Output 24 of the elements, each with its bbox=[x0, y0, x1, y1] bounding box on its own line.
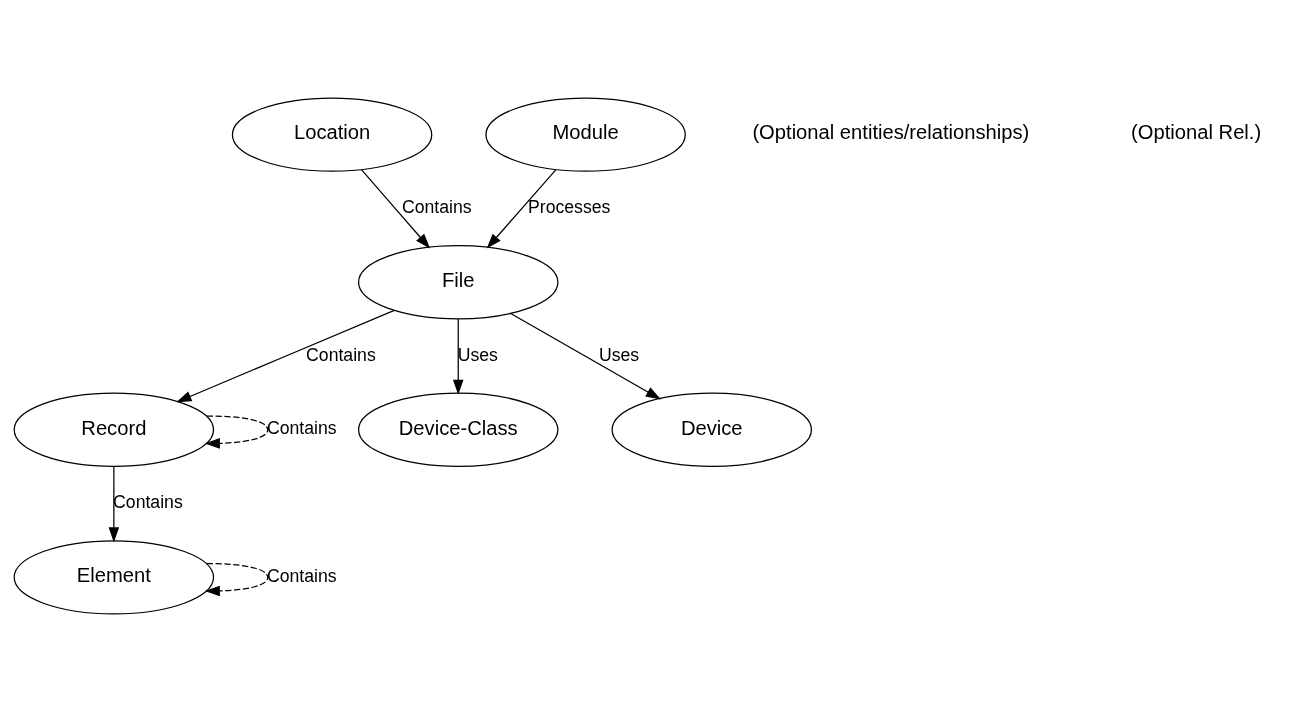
edge-label: Uses bbox=[457, 344, 498, 365]
label: (Optional Rel.) bbox=[1131, 120, 1262, 143]
edge-label: Contains bbox=[267, 417, 337, 438]
edge-label: Processes bbox=[528, 196, 611, 217]
arrow bbox=[510, 312, 661, 399]
node-ellipse: Location bbox=[231, 96, 433, 172]
arrow bbox=[204, 562, 269, 596]
arrow bbox=[452, 317, 464, 395]
arrow bbox=[108, 465, 120, 542]
arrow bbox=[176, 309, 395, 402]
arrow bbox=[486, 168, 557, 249]
node-ellipse: Element bbox=[13, 539, 215, 615]
edge-label: Contains bbox=[306, 344, 376, 365]
edge-label: Contains bbox=[113, 491, 183, 512]
arrow bbox=[204, 414, 269, 449]
edge-label: Contains bbox=[401, 196, 472, 217]
node-ellipse: File bbox=[357, 244, 559, 319]
edge-label: Contains bbox=[267, 565, 337, 586]
node-ellipse: Device bbox=[611, 392, 813, 467]
node-ellipse: Device-Class bbox=[357, 392, 559, 467]
edge-label: Uses bbox=[598, 344, 640, 365]
node-ellipse: Module bbox=[485, 96, 686, 172]
arrow bbox=[361, 168, 431, 249]
label: (Optional entities/relationships) bbox=[752, 120, 1030, 143]
